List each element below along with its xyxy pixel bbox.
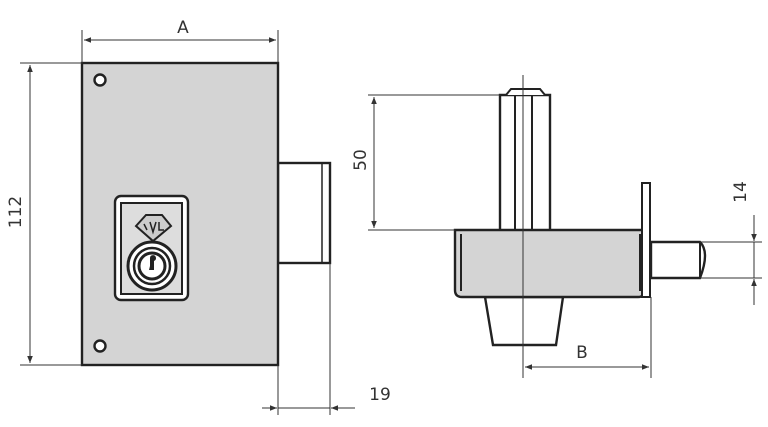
bottom-knob <box>483 295 565 347</box>
side-view: 50 14 B <box>351 75 762 378</box>
dimension-14-label: 14 <box>731 181 751 203</box>
face-plate <box>641 182 651 298</box>
dimension-50-label: 50 <box>351 149 371 171</box>
dimension-a-label: A <box>177 18 189 38</box>
screw-hole-top <box>93 73 107 87</box>
spindle <box>498 93 552 230</box>
dimension-112-label: 112 <box>6 196 26 228</box>
key-cylinder <box>113 194 190 302</box>
dimension-19-label: 19 <box>369 385 391 405</box>
dimension-b-label: B <box>576 343 588 363</box>
lock-body <box>453 228 647 299</box>
bolt-side <box>649 240 707 280</box>
screw-hole-bottom <box>93 339 107 353</box>
front-view: A 112 19 <box>6 18 391 415</box>
keyhole-icon <box>149 255 156 270</box>
